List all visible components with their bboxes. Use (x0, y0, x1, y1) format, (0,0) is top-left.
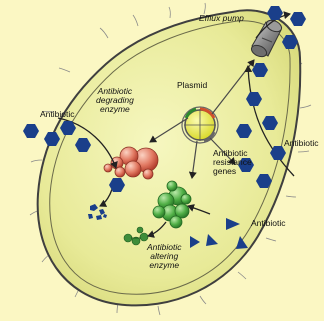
label-antibiotic-left: Antibiotic (40, 110, 75, 119)
label-antibiotic-right-bottom: Antibiotic (251, 219, 286, 228)
label-degrading-enzyme: Antibiotic degrading enzyme (96, 87, 134, 114)
label-altering-enzyme: Antibiotic altering enzyme (147, 243, 182, 270)
label-antibiotic-right-top: Antibiotic (284, 139, 319, 148)
label-plasmid: Plasmid (177, 81, 207, 90)
label-efflux-pump: Efflux pump (199, 14, 244, 23)
label-resistance-genes: Antibiotic resistance genes (213, 149, 252, 176)
